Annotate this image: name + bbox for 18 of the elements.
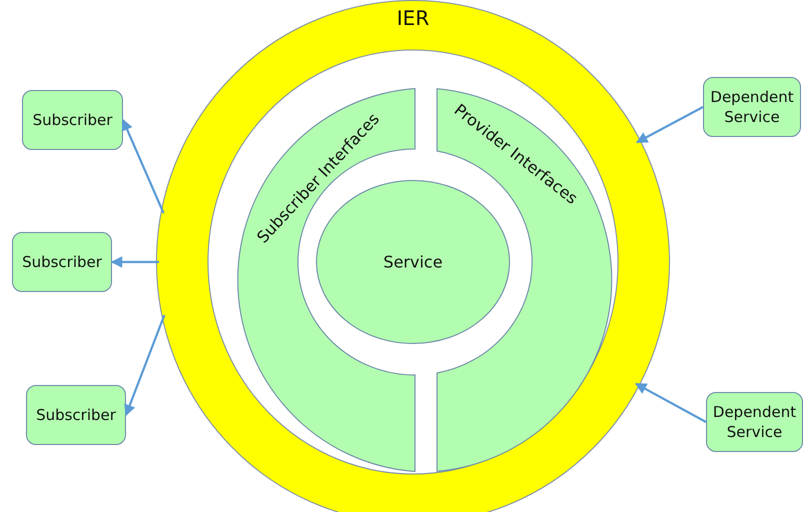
box-label: Subscriber xyxy=(21,252,103,273)
arrow xyxy=(635,382,707,423)
ring-label: IER xyxy=(396,6,430,30)
arrow xyxy=(111,256,159,268)
ring-band xyxy=(156,0,670,512)
ellipse-label: Service xyxy=(383,252,443,272)
box-label: Subscriber xyxy=(35,404,117,426)
rounded-box xyxy=(703,77,801,137)
rounded-box xyxy=(22,90,123,150)
arrow xyxy=(124,314,166,416)
rounded-box xyxy=(706,392,803,452)
arrow xyxy=(636,106,704,144)
box-label: Subscriber xyxy=(32,110,114,131)
rounded-box xyxy=(26,385,126,445)
box-label: Dependent Service xyxy=(709,86,795,128)
arrow xyxy=(122,119,165,214)
rounded-box xyxy=(12,232,112,292)
box-label: Dependent Service xyxy=(712,402,798,443)
